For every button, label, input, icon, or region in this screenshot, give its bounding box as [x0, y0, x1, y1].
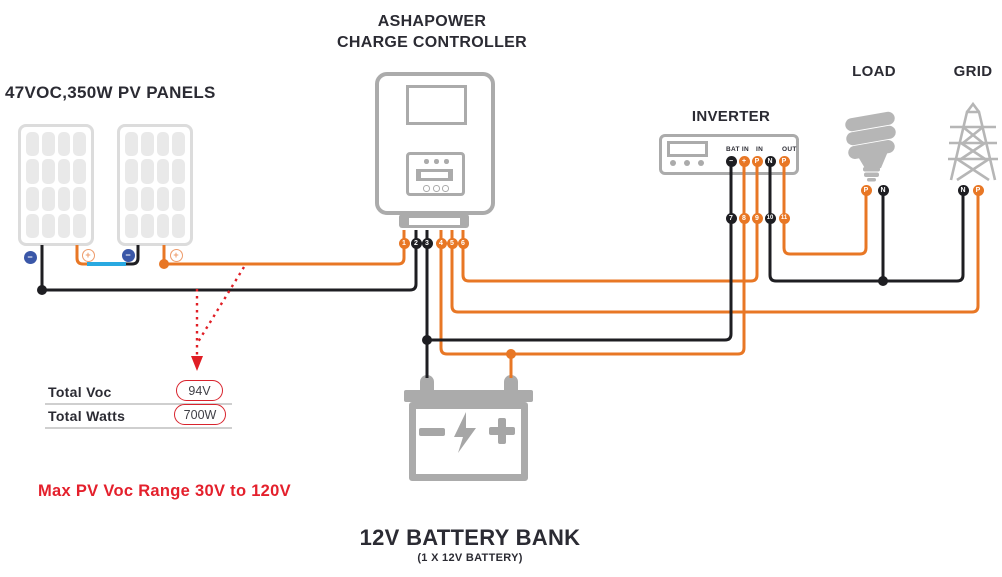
- controller-lcd-screen: [421, 172, 448, 178]
- controller-led: [424, 159, 429, 164]
- inverter-terminal-n: N: [764, 155, 776, 167]
- load-bulb-icon: [845, 111, 896, 182]
- battery-bank-subtitle: (1 X 12V BATTERY): [417, 552, 523, 564]
- pv-panels-label: 47VOC,350W PV PANELS: [5, 83, 216, 102]
- pv-panel-1: [18, 124, 94, 246]
- inverter-terminal-bat-pos: +: [738, 155, 750, 167]
- orange-wires: [75, 161, 980, 378]
- controller-terminal-2: 2: [410, 237, 422, 249]
- load-n-badge: N: [877, 184, 889, 196]
- black-wires: [40, 161, 965, 378]
- battery-minus-symbol: [419, 428, 445, 436]
- black-junction-dots: [37, 276, 888, 345]
- controller-led: [444, 159, 449, 164]
- pv-panel-2: [117, 124, 193, 246]
- grid-p-badge: P: [972, 184, 984, 196]
- grid-n-badge: N: [957, 184, 969, 196]
- wire-terminal5-to-grid-p: [450, 190, 980, 314]
- charge-controller-base-slot: [409, 218, 460, 225]
- inverter-group-in: IN: [756, 146, 764, 153]
- wire-neutral-bus: [768, 161, 965, 283]
- controller-terminal-5: 5: [446, 237, 458, 249]
- total-watts-label: Total Watts: [48, 408, 126, 424]
- controller-title-line1: ASHAPOWER: [377, 13, 487, 30]
- load-label: LOAD: [852, 63, 896, 80]
- voc-arrowhead: [191, 356, 203, 371]
- inverter-terminal-out-p: P: [778, 155, 790, 167]
- inverter-display: [667, 141, 708, 157]
- panel1-positive-badge: +: [81, 248, 95, 262]
- battery-top-bar: [404, 390, 533, 402]
- battery-bank-title: 12V BATTERY BANK: [359, 525, 581, 550]
- wire-number-11: 11: [778, 212, 790, 224]
- controller-led: [434, 159, 439, 164]
- battery-plus-symbol: [498, 418, 506, 444]
- grid-tower-icon: [948, 101, 998, 182]
- battery-post-negative: [420, 375, 434, 392]
- battery-lightning-icon: [454, 412, 476, 453]
- inverter-button: [684, 160, 690, 166]
- controller-title: ASHAPOWER CHARGE CONTROLLER: [307, 11, 557, 53]
- grid-label: GRID: [953, 63, 993, 80]
- total-voc-label: Total Voc: [48, 384, 112, 400]
- wire-inverter7-to-battery-neg: [427, 161, 733, 342]
- inverter-button: [698, 160, 704, 166]
- inverter-terminal-bat-neg: −: [725, 155, 737, 167]
- wire-number-8: 8: [738, 212, 750, 224]
- controller-button: [442, 185, 449, 192]
- panel2-negative-badge: −: [121, 248, 135, 262]
- wire-pv-neg-to-terminal2: [40, 230, 418, 292]
- inverter-group-out: OUT: [782, 146, 797, 153]
- orange-junction-dots: [159, 259, 516, 359]
- wire-pv-pos-to-terminal1: [162, 230, 406, 266]
- wire-panel1-pos-series: [75, 245, 89, 266]
- max-pv-voc-note: Max PV Voc Range 30V to 120V: [38, 482, 291, 500]
- wire-terminal4-batpos-to-inverter8: [439, 161, 746, 356]
- battery-post-positive: [504, 375, 518, 392]
- controller-terminal-1: 1: [398, 237, 410, 249]
- wire-inverter11-to-load-p: [782, 161, 868, 256]
- table-divider: [45, 403, 232, 405]
- panel1-negative-badge: −: [23, 250, 37, 264]
- total-voc-value: 94V: [176, 380, 223, 401]
- controller-terminal-4: 4: [435, 237, 447, 249]
- inverter-body: [659, 134, 799, 175]
- inverter-terminal-in-p: P: [751, 155, 763, 167]
- wire-number-10: 10: [764, 212, 776, 224]
- wire-series-to-panel2-neg: [124, 245, 140, 266]
- controller-terminal-3: 3: [421, 237, 433, 249]
- controller-terminal-6: 6: [457, 237, 469, 249]
- inverter-label: INVERTER: [691, 108, 771, 125]
- controller-button: [423, 185, 430, 192]
- battery-body: [409, 402, 528, 481]
- load-p-badge: P: [860, 184, 872, 196]
- charge-controller-display: [406, 85, 467, 125]
- wire-terminal6-to-inverter9: [461, 161, 759, 283]
- voc-annotation-arrow: [195, 266, 246, 357]
- wire-number-9: 9: [751, 212, 763, 224]
- panel2-positive-badge: +: [169, 248, 183, 262]
- table-divider: [45, 427, 232, 429]
- wire-number-7: 7: [725, 212, 737, 224]
- inverter-group-bat-in: BAT IN: [726, 146, 749, 153]
- controller-button: [433, 185, 440, 192]
- controller-title-line2: CHARGE CONTROLLER: [337, 34, 527, 51]
- inverter-button: [670, 160, 676, 166]
- total-watts-value: 700W: [174, 404, 226, 425]
